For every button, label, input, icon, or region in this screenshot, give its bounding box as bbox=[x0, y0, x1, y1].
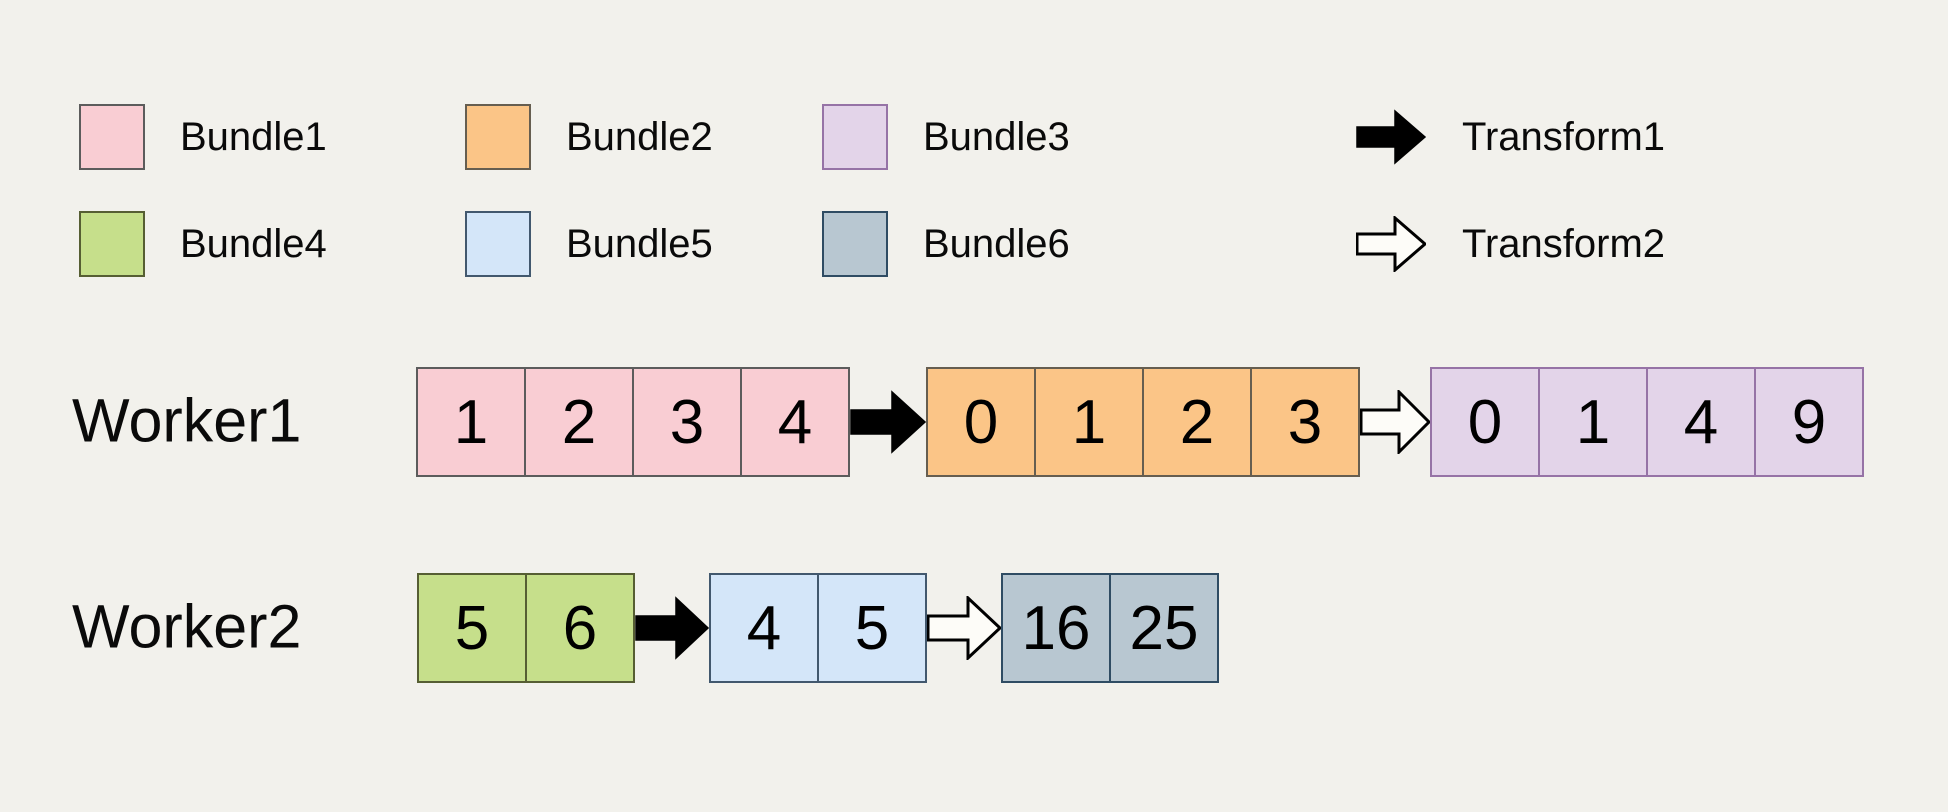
transform1-arrow-icon bbox=[1356, 109, 1426, 165]
bundle-cell: 3 bbox=[1250, 369, 1358, 475]
bundle-cell: 4 bbox=[740, 369, 848, 475]
transform2-arrow-icon bbox=[1356, 216, 1426, 272]
legend-swatch-bundle3 bbox=[822, 104, 888, 170]
bundle-cell: 5 bbox=[817, 575, 925, 681]
legend-label-bundle2: Bundle2 bbox=[566, 115, 713, 159]
bundle-cell: 1 bbox=[1034, 369, 1142, 475]
legend-swatch-bundle5 bbox=[465, 211, 531, 277]
worker-label-1: Worker1 bbox=[72, 386, 302, 455]
bundle-cell: 0 bbox=[1467, 387, 1503, 457]
legend-label-bundle6: Bundle6 bbox=[923, 222, 1070, 266]
bundle-cell: 9 bbox=[1754, 369, 1862, 475]
transform1-arrow-icon bbox=[850, 390, 926, 454]
bundle-cell: 2 bbox=[1142, 369, 1250, 475]
legend-swatch-bundle2 bbox=[465, 104, 531, 170]
bundle-cell: 2 bbox=[524, 369, 632, 475]
legend-swatch-bundle1 bbox=[79, 104, 145, 170]
transform2-arrow-icon bbox=[1360, 390, 1430, 454]
worker-label-2: Worker2 bbox=[72, 592, 302, 661]
bundle-cell: 0 bbox=[963, 387, 999, 457]
transform1-arrow-icon bbox=[635, 596, 709, 660]
bundle-cell: 25 bbox=[1109, 575, 1217, 681]
bundle-cell: 5 bbox=[454, 593, 490, 663]
legend-label-transform2: Transform2 bbox=[1462, 222, 1666, 266]
legend-label-transform1: Transform1 bbox=[1462, 115, 1666, 159]
bundle-cell: 4 bbox=[746, 593, 782, 663]
legend-label-bundle3: Bundle3 bbox=[923, 115, 1070, 159]
bundle-cell: 4 bbox=[1646, 369, 1754, 475]
bundle-cell: 3 bbox=[632, 369, 740, 475]
legend-label-bundle5: Bundle5 bbox=[566, 222, 713, 266]
bundle-cell: 6 bbox=[525, 575, 633, 681]
legend-label-bundle1: Bundle1 bbox=[180, 115, 327, 159]
legend-swatch-bundle6 bbox=[822, 211, 888, 277]
legend-label-bundle4: Bundle4 bbox=[180, 222, 327, 266]
transform2-arrow-icon bbox=[927, 596, 1001, 660]
legend-swatch-bundle4 bbox=[79, 211, 145, 277]
bundle-cell: 1 bbox=[1538, 369, 1646, 475]
bundle-cell: 1 bbox=[453, 387, 489, 457]
bundle-cell: 16 bbox=[1021, 593, 1091, 663]
